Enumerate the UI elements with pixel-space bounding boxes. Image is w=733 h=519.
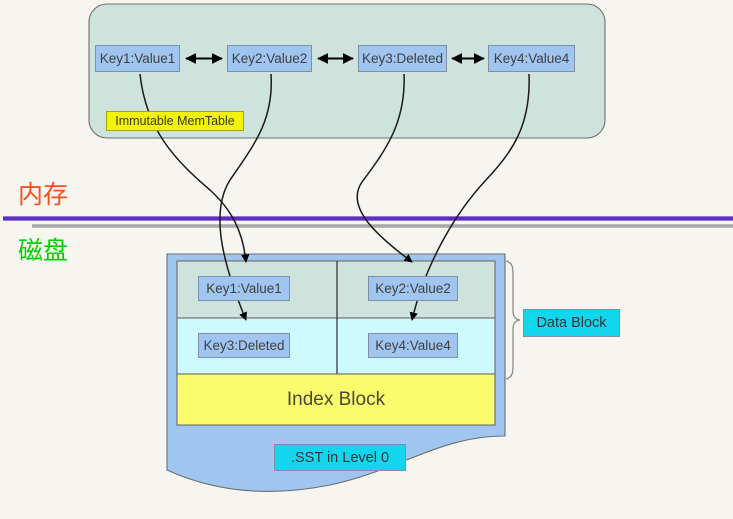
- memtable-entry-key1[interactable]: Key1:Value1: [95, 45, 180, 72]
- index-block: [176, 373, 496, 426]
- flush-arrow-key2: [219, 73, 273, 321]
- flush-arrow-key3: [356, 73, 413, 263]
- sst-file-label: .SST in Level 0: [274, 444, 406, 471]
- memory-tier-label: 内存: [18, 180, 69, 209]
- immutable-memtable-label: Immutable MemTable: [106, 111, 244, 131]
- sst-cell-key1[interactable]: Key1:Value1: [198, 276, 290, 301]
- sst-cell-key2[interactable]: Key2:Value2: [368, 276, 458, 301]
- flush-arrow-key4: [409, 73, 530, 321]
- memtable-entry-key4[interactable]: Key4:Value4: [488, 45, 575, 72]
- immutable-memtable-container: [88, 3, 606, 139]
- sst-cell-key3[interactable]: Key3:Deleted: [198, 333, 290, 358]
- sst-cell-key4[interactable]: Key4:Value4: [368, 333, 458, 358]
- memtable-entry-key2[interactable]: Key2:Value2: [227, 45, 312, 72]
- index-block-label: Index Block: [286, 388, 386, 410]
- data-block-bracket: [505, 260, 521, 380]
- disk-tier-label: 磁盘: [18, 236, 69, 265]
- memtable-entry-key3[interactable]: Key3:Deleted: [358, 45, 447, 72]
- data-block-annotation-label: Data Block: [523, 309, 620, 337]
